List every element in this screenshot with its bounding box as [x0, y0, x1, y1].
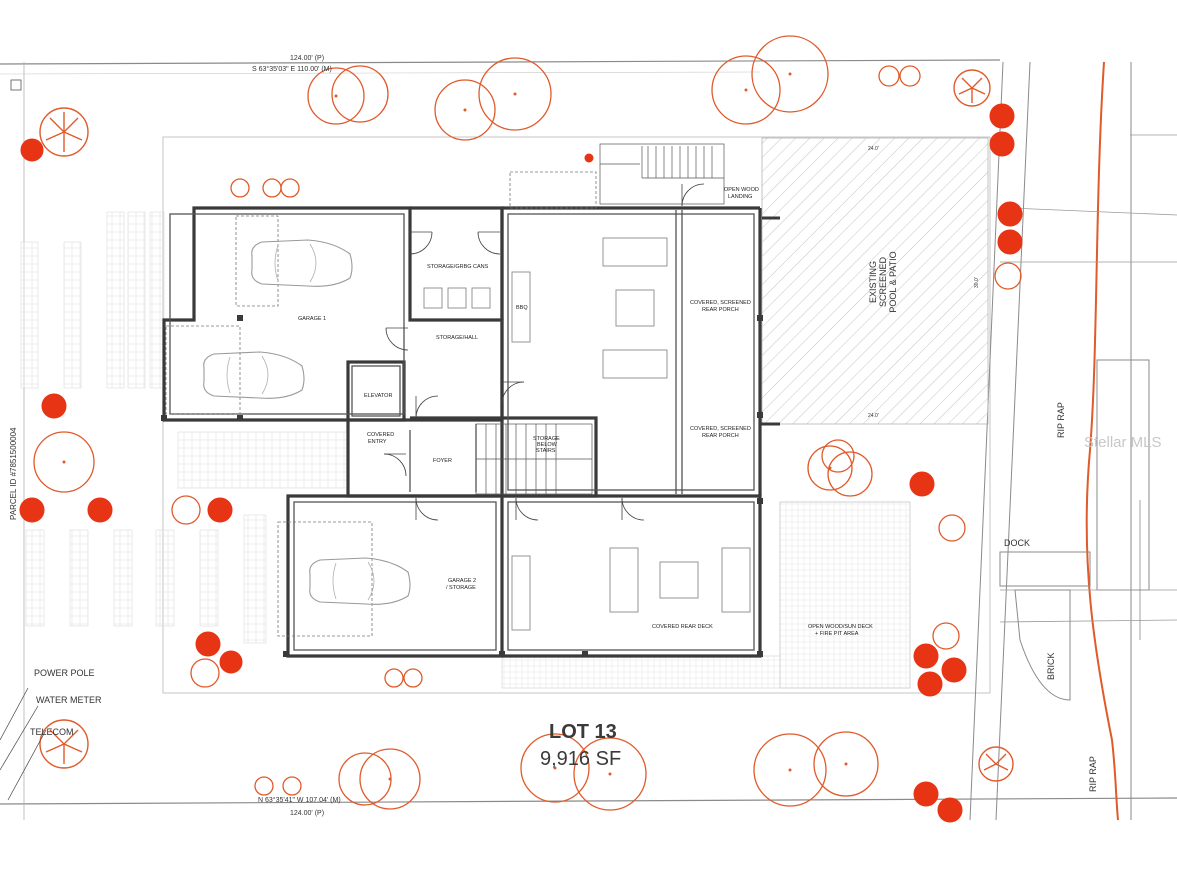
label-storage-hall: STORAGE/HALL — [436, 335, 478, 341]
lot-number: LOT 13 — [549, 721, 617, 743]
columns — [161, 315, 763, 657]
bottom-boundary-plat: 124.00' (P) — [290, 810, 324, 817]
label-brick: BRICK — [1046, 652, 1056, 680]
deck-pavers — [501, 655, 781, 689]
label-rear-porch-b1: COVERED, SCREENED — [690, 426, 751, 432]
label-bbq: BBQ — [516, 305, 528, 311]
label-covered-entry-1: COVERED — [367, 432, 394, 438]
stairs — [475, 143, 725, 495]
label-dock: DOCK — [1004, 538, 1030, 548]
doors — [383, 183, 705, 521]
legend-power-pole: POWER POLE — [34, 668, 95, 678]
car-garage1-top — [251, 239, 353, 287]
pool-dim-top: 24.0' — [868, 146, 879, 152]
label-landing-2: LANDING — [728, 194, 752, 200]
label-elevator: ELEVATOR — [364, 393, 392, 399]
label-garage2-1: GARAGE 2 — [448, 578, 476, 584]
label-rear-porch-b2: REAR PORCH — [702, 433, 739, 439]
inner-walls — [169, 210, 780, 651]
trees — [33, 35, 1022, 811]
top-boundary-plat: 124.00' (P) — [290, 55, 324, 62]
svg-text:EXISTING: EXISTING — [868, 261, 878, 303]
label-rear-porch-a1: COVERED, SCREENED — [690, 300, 751, 306]
label-landing-1: OPEN WOOD — [724, 187, 759, 193]
tree-trunk-dots — [62, 72, 848, 781]
driveway-pavers — [20, 211, 349, 644]
utility-leaders — [0, 687, 47, 801]
legend-telecom: TELECOM — [30, 727, 74, 737]
label-open-wood-2: + FIRE PIT AREA — [815, 631, 859, 637]
pool-dim-bottom: 24.0' — [868, 413, 879, 419]
pool-label: EXISTING SCREENED POOL & PATIO — [868, 251, 898, 312]
label-rip-rap-bottom: RIP RAP — [1088, 756, 1098, 792]
parcel-id: PARCEL ID #7851500004 — [9, 427, 18, 520]
label-storage-below-1: STORAGE — [533, 436, 560, 442]
label-garage2-2: / STORAGE — [446, 585, 476, 591]
watermark: Stellar MLS — [1084, 434, 1162, 451]
label-storage-below-2: BELOW — [537, 442, 558, 448]
svg-text:SCREENED: SCREENED — [878, 256, 888, 307]
top-boundary-call: S 63°35'03" E 110.00' (M) — [252, 65, 332, 73]
shrubs — [19, 103, 1023, 823]
property-boundary — [0, 59, 1177, 820]
label-rip-rap-top: RIP RAP — [1056, 402, 1066, 438]
car-garage1-bottom — [203, 351, 305, 399]
shoreline-area — [969, 61, 1177, 821]
legend-water-meter: WATER METER — [36, 695, 102, 705]
car-garage2 — [309, 557, 411, 605]
label-foyer: FOYER — [433, 458, 452, 464]
label-rear-porch-a2: REAR PORCH — [702, 307, 739, 313]
overhangs — [165, 171, 597, 637]
label-garage1: GARAGE 1 — [298, 316, 326, 322]
label-storage-trash: STORAGE/GRBG CANS — [427, 264, 489, 270]
svg-text:POOL & PATIO: POOL & PATIO — [888, 251, 898, 312]
label-rear-deck: COVERED REAR DECK — [652, 624, 713, 630]
pool-patio — [761, 137, 989, 425]
pool-dim-side: 30.0' — [974, 277, 980, 288]
label-covered-entry-2: ENTRY — [368, 439, 387, 445]
palm-trees — [39, 69, 1014, 782]
lot-area: 9,916 SF — [540, 748, 621, 770]
furniture — [423, 237, 751, 631]
bottom-boundary-call: N 63°35'41" W 107.04' (M) — [258, 796, 341, 804]
sun-deck — [779, 501, 911, 689]
label-storage-below-3: STAIRS — [536, 448, 556, 454]
label-open-wood-1: OPEN WOOD/SUN DECK — [808, 624, 873, 630]
